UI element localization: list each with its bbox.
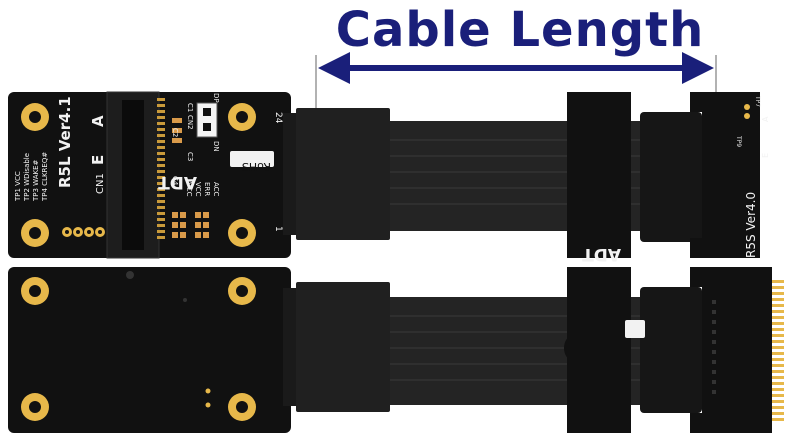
cn2-label: CN2 xyxy=(186,115,194,130)
card-key-a: A xyxy=(761,116,770,122)
c1-label: C1 xyxy=(186,103,194,112)
cable-length-arrow xyxy=(315,52,717,110)
side-label-vcc-2: VCC xyxy=(185,182,193,197)
dn-label: DN xyxy=(212,141,220,152)
c2-label: C2 xyxy=(171,128,179,137)
c3-label: C3 xyxy=(186,152,194,161)
top-board-key-a: A xyxy=(89,115,107,127)
tp-label-3: TP3 WAKE# xyxy=(32,159,40,202)
top-m2-card-end: ADT R5S Ver4.0 TP7 TP9 A E xyxy=(567,92,770,264)
tp-label-1: TP1 VCC xyxy=(14,171,22,202)
bottom-m2-card-end xyxy=(567,267,784,433)
dp-label: DP xyxy=(212,93,220,103)
side-label-vcc-1: VCC xyxy=(194,182,202,197)
side-label-acc: ACC xyxy=(212,182,220,197)
tp9-label: TP9 xyxy=(735,135,742,147)
top-board-model: R5L Ver4.1 xyxy=(56,96,74,188)
top-pcb-board: R5L Ver4.1 E A CN1 TP1 VCC TP2 WDisable … xyxy=(8,91,291,259)
card-model: R5S Ver4.0 xyxy=(744,192,758,258)
bottom-pcb-board xyxy=(8,267,291,433)
c4-label: C4 xyxy=(171,176,179,186)
top-board-brand: ADT xyxy=(158,172,197,192)
tp-label-2: TP2 WDisable xyxy=(23,153,31,202)
pin-1-label: 1 xyxy=(273,226,283,232)
test-point-pads xyxy=(62,227,105,237)
card-key-e: E xyxy=(761,153,770,158)
pin-24-label: 24 xyxy=(273,112,283,124)
rohs-mark: RoHS xyxy=(242,160,271,173)
side-label-err: ERR xyxy=(203,182,211,196)
card-brand: ADT xyxy=(582,244,621,264)
cable-length-caption: Cable Length xyxy=(335,2,705,58)
top-board-connector-label: CN1 xyxy=(95,173,106,194)
tp7-label: TP7 xyxy=(754,95,761,107)
top-board-key-e: E xyxy=(89,155,107,165)
tp-label-4: TP4 CLKREQ# xyxy=(41,152,49,202)
